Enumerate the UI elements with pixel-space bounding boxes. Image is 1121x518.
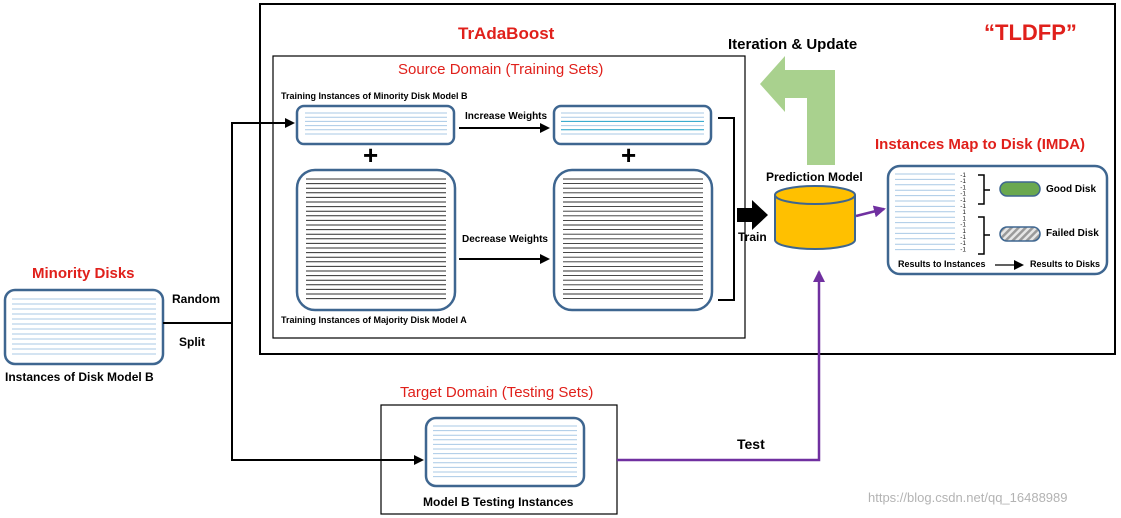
iteration-update-label: Iteration & Update: [728, 36, 858, 53]
weighted-majority-box: [552, 168, 714, 312]
iteration-update-arrow: [760, 56, 835, 165]
testing-instances-box: [424, 416, 586, 488]
failed-disk-label: Failed Disk: [1046, 228, 1099, 239]
random-label: Random: [172, 292, 220, 306]
plus-sign-right: +: [621, 140, 637, 170]
imda-value: -1: [960, 191, 966, 198]
imda-value: -1: [960, 246, 966, 253]
target-domain-title: Target Domain (Testing Sets): [400, 384, 594, 401]
imda-value: 1: [962, 215, 966, 222]
minority-disks-title: Minority Disks: [32, 265, 135, 282]
prediction-model-cylinder: [774, 185, 856, 250]
good-disk-label: Good Disk: [1046, 184, 1097, 195]
weighted-minority-lines: [561, 112, 704, 135]
imda-value: 1: [962, 228, 966, 235]
imda-values: -1-1-1-1-1-111-11-1-1-1: [960, 172, 966, 253]
imda-instance-lines: [895, 173, 955, 251]
imda-title: Instances Map to Disk (IMDA): [875, 136, 1086, 153]
good-disk-icon: [999, 181, 1041, 197]
training-minority-lines: [305, 112, 447, 135]
training-minority-label: Training Instances of Minority Disk Mode…: [281, 91, 468, 101]
imda-value: -1: [960, 203, 966, 210]
failed-disk-icon: [999, 226, 1041, 242]
testing-instances-label: Model B Testing Instances: [423, 495, 574, 509]
training-majority-box: [295, 168, 457, 312]
imda-value: -1: [960, 178, 966, 185]
imda-value: -1: [960, 240, 966, 247]
split-label: Split: [179, 335, 205, 349]
test-arrow: [617, 270, 825, 462]
increase-weights-label: Increase Weights: [465, 111, 548, 122]
weighted-minority-box: [552, 104, 713, 146]
results-to-disks-label: Results to Disks: [1030, 259, 1101, 269]
test-label: Test: [737, 436, 765, 452]
source-domain-title: Source Domain (Training Sets): [398, 61, 604, 78]
decrease-weights-label: Decrease Weights: [462, 234, 548, 245]
minority-disks-lines: [12, 298, 156, 355]
training-majority-label: Training Instances of Majority Disk Mode…: [281, 315, 467, 325]
to-imda-arrow: [855, 205, 886, 218]
plus-sign-left: +: [363, 140, 379, 170]
imda-box: [886, 164, 1109, 276]
good-disk-brace: [978, 174, 990, 205]
results-to-instances-label: Results to Instances: [898, 259, 986, 269]
instances-disk-model-b-label: Instances of Disk Model B: [5, 370, 154, 384]
train-label: Train: [738, 230, 767, 244]
training-set-bracket: [718, 117, 735, 301]
failed-disk-brace: [978, 216, 990, 255]
imda-value: -1: [960, 172, 966, 179]
source-domain-frame: [272, 55, 746, 339]
tradaboost-title: TrAdaBoost: [458, 24, 555, 43]
tldfp-frame: [259, 3, 1116, 355]
train-arrow: [737, 200, 768, 230]
prediction-model-label: Prediction Model: [766, 170, 863, 184]
watermark: https://blog.csdn.net/qq_16488989: [868, 490, 1068, 505]
imda-value: -1: [960, 222, 966, 229]
imda-value: -1: [960, 197, 966, 204]
testing-instances-lines: [433, 425, 577, 478]
imda-value: -1: [960, 234, 966, 241]
training-majority-lines: [306, 178, 446, 300]
weighted-majority-lines: [563, 178, 703, 300]
minority-disks-box: [3, 288, 165, 366]
imda-value: -1: [960, 184, 966, 191]
imda-value: 1: [962, 209, 966, 216]
training-minority-box: [295, 104, 456, 146]
tldfp-title: “TLDFP”: [984, 20, 1077, 45]
